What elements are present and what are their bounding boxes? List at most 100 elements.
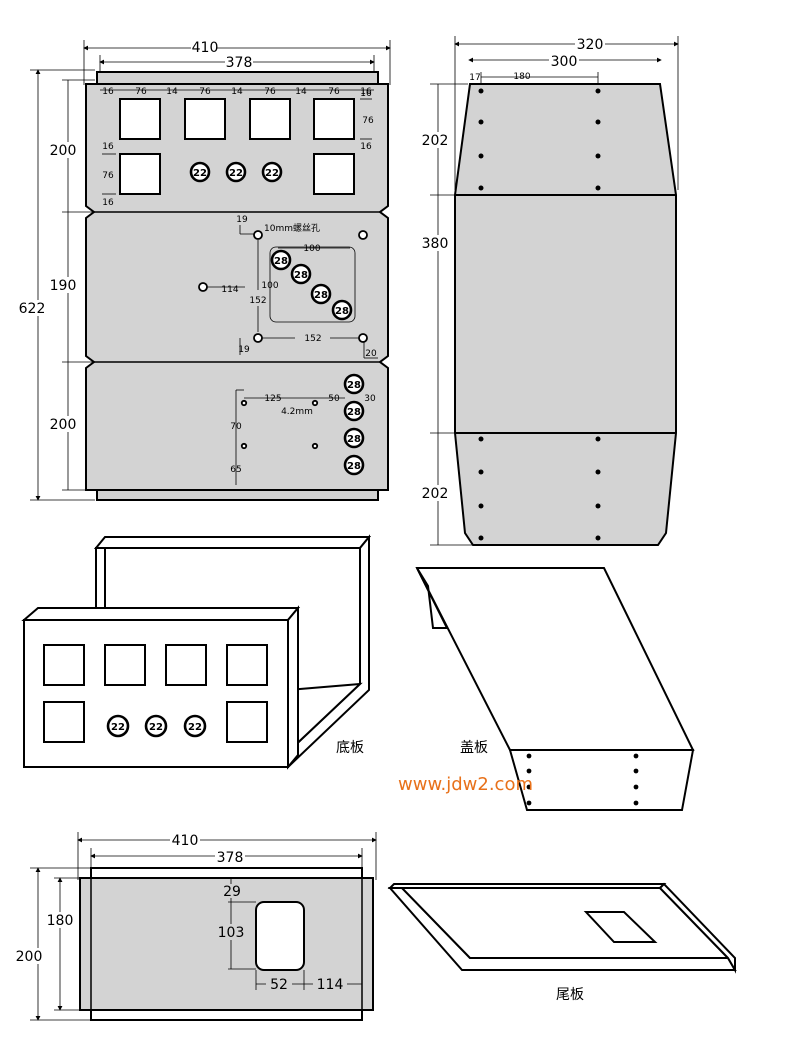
dim-label: 50: [328, 394, 340, 404]
rear-inner-height: 180: [47, 913, 74, 929]
rear-overall-width: 410: [172, 833, 199, 849]
mount-hole: [478, 503, 484, 509]
mount-hole: [633, 800, 639, 806]
rear-inner-width: 378: [217, 850, 244, 866]
section-height: 202: [422, 486, 449, 502]
indicator-hole: 22: [225, 161, 247, 183]
dim-label: 114: [221, 285, 238, 295]
screw-hole: [253, 230, 263, 240]
dim-label: 76: [135, 87, 147, 97]
cover-panel-drawing: 320 300 17 180: [419, 36, 679, 546]
dim-label: 125: [264, 394, 281, 404]
hole-size: 28: [347, 434, 361, 445]
base-isometric: 22 22 22 底板: [21, 534, 372, 770]
mount-hole: [478, 469, 484, 475]
indicator-hole: 22: [144, 714, 168, 738]
dim-label: 14: [166, 87, 178, 97]
front-panel-drawing: 410 378 16 76 14 76 14 76 14 76 16: [18, 40, 391, 501]
hole-size: 22: [111, 722, 125, 733]
indicator-hole: 22: [183, 714, 207, 738]
dim-label: 52: [270, 977, 288, 993]
mount-hole: [478, 436, 484, 442]
hole-size: 22: [229, 168, 243, 179]
dim-label: 76: [264, 87, 276, 97]
meter-window: [43, 701, 85, 743]
meter-window: [313, 98, 355, 140]
meter-window: [184, 98, 226, 140]
knob-hole: 28: [343, 400, 365, 422]
rear-iso-cutout: [583, 911, 658, 943]
cover-iso-holes: [526, 753, 639, 806]
dim-label: 16: [102, 87, 114, 97]
dim-label: 114: [317, 977, 344, 993]
hole-size: 22: [188, 722, 202, 733]
hole-size: 28: [294, 270, 308, 281]
rear-total-height: 200: [16, 949, 43, 965]
dim-label: 16: [360, 89, 372, 99]
mount-hole: [526, 753, 532, 759]
section-height: 200: [50, 417, 77, 433]
rear-isometric: 尾板: [387, 882, 737, 1003]
meter-window: [165, 644, 207, 686]
screw-hole-label: 10mm螺丝孔: [264, 222, 320, 234]
hole-label: 4.2mm: [281, 407, 313, 417]
cover-inner-width: 300: [551, 54, 578, 70]
front-overall-width: 410: [192, 40, 219, 56]
mount-hole: [633, 784, 639, 790]
mount-hole: [478, 153, 484, 159]
dim-label: 65: [230, 465, 241, 475]
cover-isometric: 盖板: [415, 567, 695, 811]
knob-hole: 28: [270, 249, 292, 271]
dim-label: 19: [236, 215, 248, 225]
dim-label: 14: [295, 87, 307, 97]
dim-label: 16: [102, 198, 114, 208]
cover-overall-width: 320: [577, 37, 604, 53]
section-height: 190: [50, 278, 77, 294]
meter-window: [226, 701, 268, 743]
hole-size: 28: [347, 407, 361, 418]
hole-size: 28: [347, 380, 361, 391]
dim-label: 76: [328, 87, 340, 97]
cover-holes: [478, 88, 601, 541]
meter-window: [43, 644, 85, 686]
hole-size: 22: [265, 168, 279, 179]
indicator-hole: 22: [106, 714, 130, 738]
dim-label: 16: [360, 142, 372, 152]
cover-panel-body: [454, 83, 677, 546]
mount-hole: [595, 503, 601, 509]
section-height: 202: [422, 133, 449, 149]
rear-cutout: [255, 901, 305, 971]
hole-size: 28: [314, 290, 328, 301]
mount-hole: [478, 535, 484, 541]
dim-label: 19: [238, 345, 250, 355]
section-height: 200: [50, 143, 77, 159]
knob-hole: 28: [290, 263, 312, 285]
dim-label: 152: [304, 334, 321, 344]
meter-window: [313, 153, 355, 195]
dim-label: 100: [261, 281, 278, 291]
hole-size: 22: [149, 722, 163, 733]
mount-hole: [478, 119, 484, 125]
dim-label: 76: [199, 87, 211, 97]
meter-window: [119, 153, 161, 195]
knob-hole: 28: [343, 427, 365, 449]
dim-label: 17: [469, 73, 480, 83]
dim-label: 76: [362, 116, 374, 126]
mount-hole: [633, 768, 639, 774]
base-front-face: [23, 619, 289, 768]
knob-hole: 28: [343, 373, 365, 395]
screw-hole: [358, 333, 368, 343]
mount-hole: [478, 185, 484, 191]
meter-window: [226, 644, 268, 686]
mount-hole: [595, 185, 601, 191]
mount-hole: [240, 442, 248, 450]
dim-label: 103: [218, 925, 245, 941]
hole-size: 28: [274, 256, 288, 267]
column-dimensions: 16 76 14 76 14 76 14 76 16: [102, 87, 372, 97]
dim-label: 180: [513, 72, 530, 82]
front-inner-width: 378: [226, 55, 253, 71]
dim-label: 29: [223, 884, 241, 900]
screw-hole: [358, 230, 368, 240]
hole-size: 28: [335, 306, 349, 317]
mount-hole: [595, 436, 601, 442]
